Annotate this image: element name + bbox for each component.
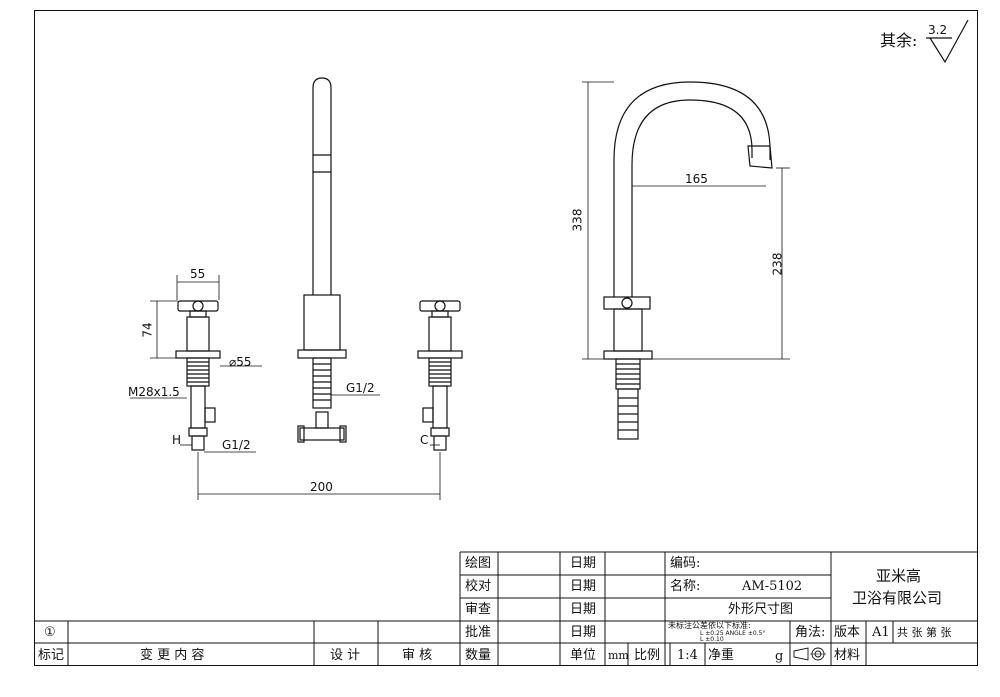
dim-handle-height: 74 [140, 322, 155, 338]
tb-date3: 日期 [570, 602, 597, 617]
dim-handle-width: 55 [190, 267, 206, 281]
tb-scale: 比例 [634, 648, 661, 663]
tb-name-label: 名称: [670, 579, 701, 594]
tb-unit: 单位 [570, 648, 597, 663]
tb-scale-value: 1:4 [677, 648, 698, 663]
dim-spout-reach: 165 [685, 172, 708, 186]
gooseneck-side-view [603, 81, 773, 440]
projection-symbol-icon [793, 647, 826, 661]
tb-date2: 日期 [570, 579, 597, 594]
tb-quantity: 数量 [465, 648, 492, 663]
tb-material: 材料 [834, 648, 861, 663]
tb-company-2: 卫浴有限公司 [852, 589, 943, 607]
tb-change-content: 变 更 内 容 [140, 648, 205, 663]
hot-mark: H [172, 433, 182, 447]
tb-check: 校对 [465, 579, 492, 594]
tb-projection: 角法: [795, 625, 826, 640]
dim-inlet-left: G1/2 [222, 438, 251, 452]
tb-rev-number: ① [44, 625, 56, 640]
tb-sheets: 共 张 第 张 [897, 626, 952, 639]
cold-valve-view [417, 300, 463, 451]
title-block-grid [34, 551, 978, 666]
dim-spout-height: 238 [770, 252, 785, 276]
tb-mark: 标记 [38, 648, 65, 663]
dim-inlet-center: G1/2 [346, 381, 375, 395]
dim-total-height: 338 [570, 208, 585, 232]
tb-draw: 绘图 [465, 556, 492, 571]
tb-code-label: 编码: [670, 556, 701, 571]
tb-date4: 日期 [570, 625, 597, 640]
roughness-value: 3.2 [928, 23, 948, 37]
hot-valve-view [175, 300, 221, 451]
tb-unit-value: mm [608, 649, 629, 662]
drawing-frame [34, 10, 978, 666]
dim-flange-diameter: ⌀55 [229, 355, 252, 369]
tb-version-label: 版本 [834, 625, 861, 640]
tb-audit: 审 核 [402, 648, 433, 663]
tb-weight-unit: g [775, 649, 784, 664]
roughness-label: 其余: [880, 31, 918, 50]
tb-drawing-name: 外形尺寸图 [728, 602, 794, 617]
dim-spacing: 200 [310, 480, 333, 494]
tb-date1: 日期 [570, 556, 597, 571]
tb-tolerance-title: 未标注公差依以下标准: [668, 621, 751, 630]
tb-review: 审查 [465, 602, 492, 617]
tb-tolerance-1: L ±0.25 ANGLE ±0.5° [700, 630, 766, 637]
dim-thread: M28x1.5 [128, 385, 180, 399]
tb-company-1: 亚米高 [876, 567, 922, 585]
tb-approve: 批准 [465, 625, 492, 640]
tb-tolerance-2: L ±0.10 [700, 636, 724, 643]
roughness-symbol-icon [929, 19, 969, 64]
tb-net-weight: 净重 [708, 648, 735, 663]
center-spout-view [297, 77, 347, 443]
cold-mark: C [420, 433, 429, 447]
tb-design: 设 计 [330, 648, 361, 663]
tb-model: AM-5102 [742, 579, 803, 594]
tb-version: A1 [872, 625, 890, 640]
